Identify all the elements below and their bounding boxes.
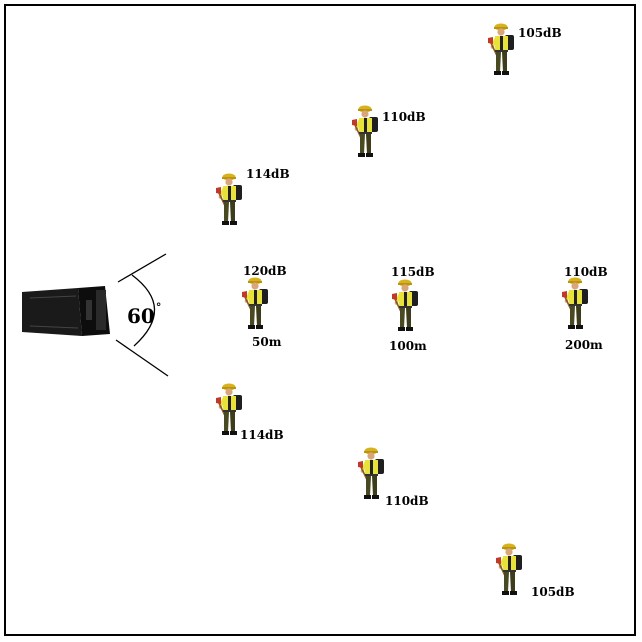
level-label-c2: 115dB [391, 265, 435, 279]
firefighter-person-icon [350, 104, 384, 160]
firefighter-person-icon [560, 276, 594, 332]
distance-label-c1: 50m [252, 335, 282, 349]
firefighter-person-icon [486, 22, 520, 78]
distance-label-c2: 100m [389, 339, 427, 353]
level-label-t3: 114dB [246, 167, 290, 181]
level-label-t1: 105dB [518, 26, 562, 40]
firefighter-person-icon [240, 276, 274, 332]
firefighter-person-icon [494, 542, 528, 598]
distance-label-c3: 200m [565, 338, 603, 352]
level-label-b2: 110dB [385, 494, 429, 508]
diagram-frame [4, 4, 636, 636]
level-label-b1: 114dB [240, 428, 284, 442]
firefighter-person-icon [214, 172, 248, 228]
firefighter-person-icon [356, 446, 390, 502]
firefighter-person-icon [390, 278, 424, 334]
beam-angle-lines [115, 253, 169, 377]
firefighter-person-icon [214, 382, 248, 438]
level-label-t2: 110dB [382, 110, 426, 124]
level-label-c3: 110dB [564, 265, 608, 279]
level-label-c1: 120dB [243, 264, 287, 278]
beam-angle-label: 60° [127, 301, 162, 328]
level-label-b3: 105dB [531, 585, 575, 599]
acoustic-device-icon [22, 286, 110, 336]
